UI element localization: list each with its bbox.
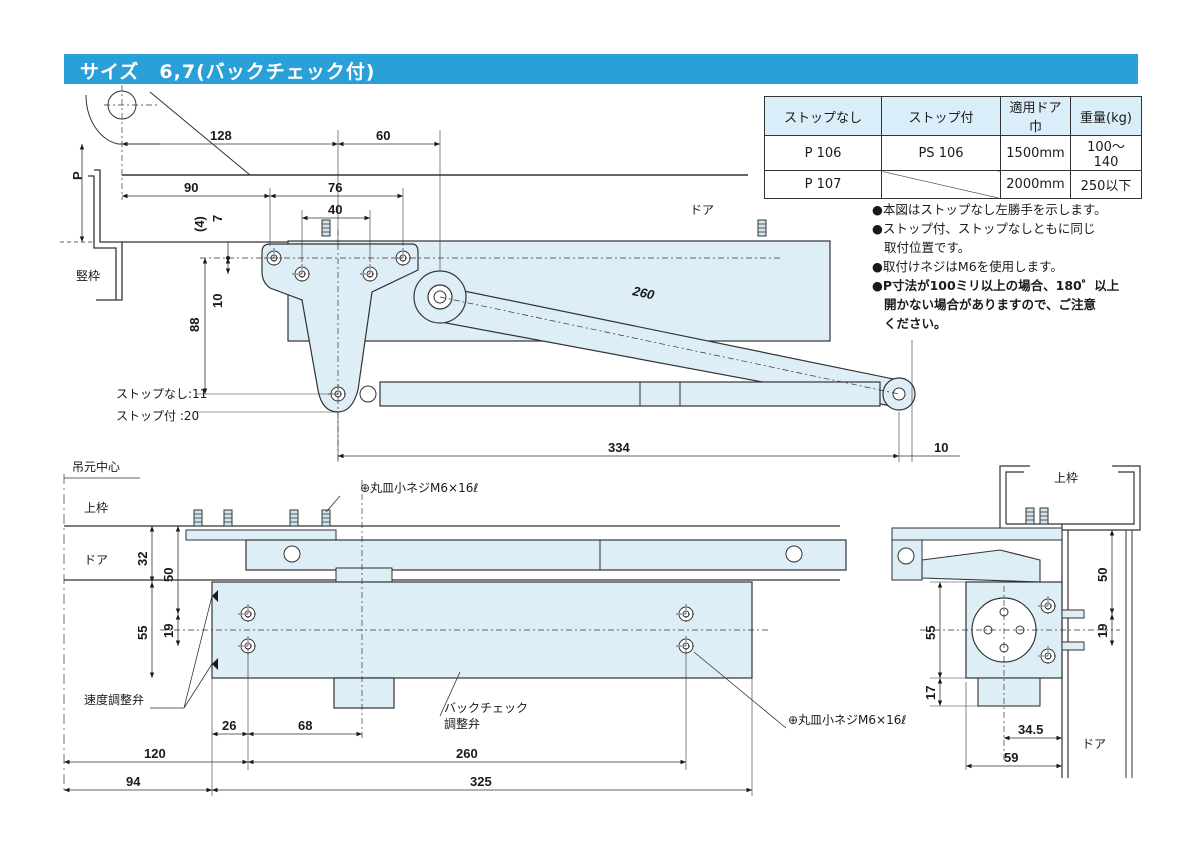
- dim-50-side: 50: [1095, 568, 1110, 582]
- upper-frame-profile: [999, 465, 1141, 531]
- door-profile: [1061, 524, 1069, 778]
- table-row: P 107 2000mm 250以下: [764, 170, 1142, 199]
- dim-19-side: 19: [1095, 624, 1110, 638]
- note-line: ●P寸法が100ミリ以上の場合、180゜以上: [872, 278, 1120, 293]
- dim-334: 334: [608, 440, 630, 455]
- note-line: ●ストップ付、ストップなしともに同じ: [872, 221, 1096, 236]
- arm-assembly: [245, 539, 847, 571]
- note-line: ください。: [884, 316, 947, 331]
- door-label-front: ドア: [84, 553, 108, 567]
- note-line: ●本図はストップなし左勝手を示します。: [872, 202, 1107, 217]
- spec-table: ストップなし ストップ付 適用ドア巾 重量(kg) P 106 PS 106 1…: [764, 96, 1142, 199]
- dim-10: 10: [210, 294, 225, 308]
- screw-label-right: ⊕丸皿小ネジM6×16ℓ: [788, 713, 906, 727]
- top-view: ドア 竪枠 P 260 128 60: [60, 85, 960, 462]
- dim-10-right: 10: [934, 440, 948, 455]
- table-cell-empty: [881, 170, 1001, 199]
- side-view: 上枠 ドア 50 19 55 17 34.: [891, 465, 1141, 778]
- dim-32: 32: [135, 552, 150, 566]
- table-header: 適用ドア巾: [1000, 96, 1071, 136]
- pivot-center-label: 吊元中心: [72, 459, 120, 474]
- dim-260-front: 260: [456, 746, 478, 761]
- table-cell: 2000mm: [1000, 170, 1071, 199]
- dim-94: 94: [126, 774, 141, 789]
- table-header-row: ストップなし ストップ付 適用ドア巾 重量(kg): [764, 96, 1142, 136]
- backcheck-valve-label-1: バックチェック: [444, 701, 528, 715]
- note-line: 取付位置です。: [884, 240, 971, 255]
- door-label: ドア: [690, 203, 714, 217]
- dim-4: (4): [192, 216, 207, 232]
- dim-128: 128: [210, 128, 232, 143]
- front-view: 吊元中心 上枠 ドア ⊕丸皿小ネジM6×16ℓ 速度調整弁 バックチェ: [63, 459, 906, 796]
- table-cell: 250以下: [1070, 170, 1142, 199]
- dim-260: 260: [630, 283, 656, 303]
- dim-68: 68: [298, 718, 312, 733]
- dim-50: 50: [161, 568, 176, 582]
- p-label: P: [70, 171, 85, 180]
- frame-label: 竪枠: [76, 269, 100, 283]
- table-cell: PS 106: [881, 135, 1001, 171]
- dim-7: 7: [210, 215, 225, 222]
- table-header: 重量(kg): [1070, 96, 1142, 136]
- section-title: サイズ 6,7(バックチェック付): [80, 61, 376, 83]
- stop-none-label: ストップなし:11: [116, 387, 207, 401]
- dim-88: 88: [187, 318, 202, 332]
- stop-with-label: ストップ付 :20: [116, 409, 199, 423]
- dim-19: 19: [161, 624, 176, 638]
- table-cell: 100〜140: [1070, 135, 1142, 171]
- table-cell: P 106: [764, 135, 882, 171]
- link-rod: [379, 381, 881, 407]
- upper-frame-label-side: 上枠: [1054, 471, 1078, 485]
- dim-325: 325: [470, 774, 492, 789]
- backcheck-valve-label-2: 調整弁: [444, 716, 480, 731]
- speed-valve-label: 速度調整弁: [84, 692, 144, 707]
- dim-120: 120: [144, 746, 166, 761]
- dim-34-5: 34.5: [1018, 722, 1043, 737]
- dim-90: 90: [184, 180, 198, 195]
- note-line: ●取付けネジはM6を使用します。: [872, 259, 1063, 274]
- table-row: P 106 PS 106 1500mm 100〜140: [764, 135, 1142, 171]
- table-header: ストップなし: [764, 96, 882, 136]
- jamb-frame: [94, 169, 123, 301]
- dim-55-side: 55: [923, 626, 938, 640]
- dim-60: 60: [376, 128, 390, 143]
- dim-59: 59: [1004, 750, 1018, 765]
- section-header: サイズ 6,7(バックチェック付): [64, 54, 1138, 84]
- dim-17-side: 17: [923, 686, 938, 700]
- dim-55: 55: [135, 626, 150, 640]
- dim-76: 76: [328, 180, 342, 195]
- upper-frame-label: 上枠: [84, 501, 108, 515]
- door-label-side: ドア: [1082, 737, 1106, 751]
- screw-label-top: ⊕丸皿小ネジM6×16ℓ: [360, 481, 478, 495]
- notes: ●本図はストップなし左勝手を示します。 ●ストップ付、ストップなしともに同じ 取…: [872, 200, 1119, 333]
- dim-40: 40: [328, 202, 342, 217]
- note-line: 開かない場合がありますので、ご注意: [884, 297, 1097, 312]
- dim-26: 26: [222, 718, 236, 733]
